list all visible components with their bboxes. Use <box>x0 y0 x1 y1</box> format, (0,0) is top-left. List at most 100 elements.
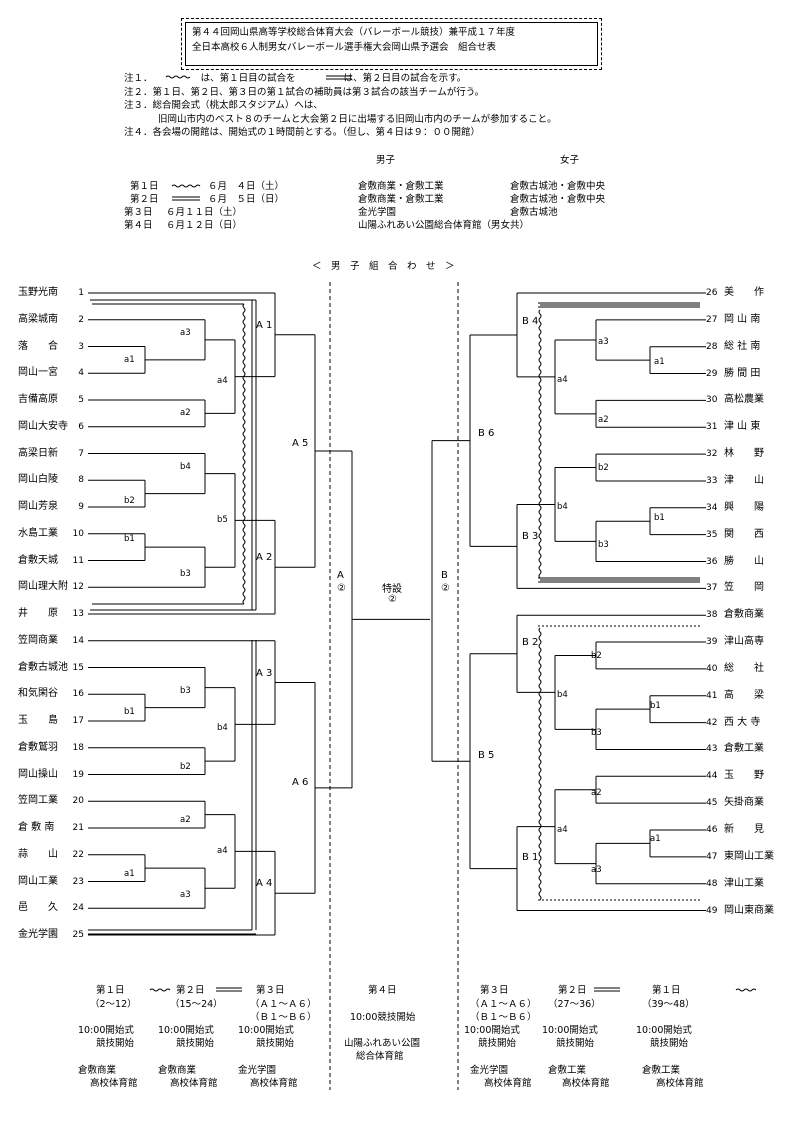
right-team-number: 32 <box>706 449 718 460</box>
right-team-name: 玉 野 <box>724 770 764 782</box>
match-label-a4: a4 <box>217 846 228 857</box>
match-label-a3: a3 <box>598 336 609 347</box>
footer-left-day: 第２日 <box>176 985 205 996</box>
left-team-number: 13 <box>72 609 84 619</box>
schedule-girls-3: 倉敷古城池 <box>510 207 558 218</box>
right-team-name: 津 山 <box>724 474 764 486</box>
left-team-number: 16 <box>72 689 84 700</box>
right-team-number: 46 <box>706 825 718 835</box>
title-box: 第４４回岡山県高等学校総合体育大会（バレーボール競技）兼平成１７年度 全日本高校… <box>181 18 602 70</box>
footer-left-range2: （Ｂ１～Ｂ６） <box>250 1012 317 1023</box>
right-team-number: 40 <box>706 663 718 674</box>
left-team-name: 和気閑谷 <box>18 688 58 700</box>
left-team-name: 倉 敷 南 <box>18 822 55 833</box>
day2-right-lower-h <box>538 625 700 901</box>
left-team-number: 6 <box>78 421 84 432</box>
right-team-name: 津 山 東 <box>724 421 761 433</box>
note-1-prefix: 注１． <box>124 73 153 84</box>
footer-left-day: 第１日 <box>96 985 125 996</box>
match-label-a4: a4 <box>217 375 228 386</box>
footer-left-venue2: 高校体育館 <box>90 1078 138 1089</box>
left-team-name: 吉備高原 <box>18 394 58 405</box>
left-team-number: 5 <box>78 395 84 405</box>
footer-left-start: 10:00開始式 <box>78 1025 134 1036</box>
match-label-b3: B 3 <box>522 531 539 543</box>
schedule-day-2: 第２日 <box>130 194 159 205</box>
left-team-name: 岡山操山 <box>18 768 58 780</box>
left-team-name: 倉敷鷲羽 <box>18 741 58 753</box>
right-team-number: 37 <box>706 583 718 594</box>
left-team-name: 笠岡工業 <box>18 795 58 807</box>
right-team-name: 総 社 <box>724 662 764 674</box>
right-team-name: 新 見 <box>724 824 764 835</box>
left-team-number: 22 <box>72 849 84 860</box>
note-3-detail: 旧岡山市内のベスト８のチームと大会第２日に出場する旧岡山市内のチームが参加するこ… <box>158 114 557 125</box>
note-4: 注４．各会場の開館は、開始式の１時間前とする。（但し、第４日は９：００開館） <box>124 127 480 138</box>
schedule-date-2: ６月 ５日（日） <box>208 194 285 205</box>
right-team-number: 45 <box>706 798 718 809</box>
footer-center-start: 10:00競技開始 <box>350 1012 416 1023</box>
right-team-name: 笠 岡 <box>724 582 764 594</box>
footer-left-venue: 倉敷商業 <box>78 1065 117 1076</box>
footer-wavy-mark <box>149 988 171 992</box>
note-2: 注２．第１日、第２日、第３日の第１試合の補助員は第３試合の該当チームが行う。 <box>124 87 485 98</box>
left-team-number: 19 <box>72 769 84 780</box>
left-team-name: 岡山白陵 <box>18 474 58 486</box>
footer-right-venue: 金光学園 <box>470 1065 509 1076</box>
schedule-head-boys: 男子 <box>376 155 396 166</box>
footer-right-venue2: 高校体育館 <box>656 1078 704 1089</box>
match-label-b2: b2 <box>124 495 135 506</box>
right-team-number: 35 <box>706 529 718 540</box>
match-label-a2: A 2 <box>256 552 273 564</box>
footer-right-range: （27～36） <box>548 999 601 1010</box>
match-label-b3: b3 <box>180 685 191 696</box>
match-label-b1: b1 <box>124 706 135 717</box>
match-label-circ2: ② <box>388 594 397 605</box>
day1-wavy-boundary-left <box>242 303 246 605</box>
footer-left-start: 10:00開始式 <box>158 1025 214 1036</box>
footer-right-start2: 競技開始 <box>478 1038 517 1049</box>
match-label-b1: b1 <box>654 513 665 524</box>
right-team-name: 勝 山 <box>724 555 764 567</box>
schedule-date-1: ６月 ４日（土） <box>208 181 285 192</box>
footer-right-venue2: 高校体育館 <box>484 1078 532 1089</box>
footer-right-range: （Ａ１～Ａ６） <box>470 999 537 1010</box>
footer-left-start2: 競技開始 <box>256 1038 295 1049</box>
schedule-boys-4: 山陽ふれあい公園総合体育館（男女共） <box>358 220 530 231</box>
schedule-date-3: ６月１１日（土） <box>166 207 243 218</box>
footer-right-venue: 倉敷工業 <box>642 1065 681 1076</box>
match-label-b4: b4 <box>180 461 191 472</box>
schedule-boys-1: 倉敷商業・倉敷工業 <box>358 181 444 192</box>
left-team-name: 蒜 山 <box>18 848 58 860</box>
right-team-number: 26 <box>706 288 718 298</box>
match-label-a2: a2 <box>180 814 191 825</box>
match-label-a2: a2 <box>598 414 609 425</box>
note-1-mid: は、第１日目の試合を <box>200 73 296 84</box>
day1-wavy-boundary-right-lower <box>538 627 542 901</box>
footer-center-venue2: 総合体育館 <box>356 1051 404 1062</box>
footer-left-range: （15～24） <box>170 999 223 1010</box>
footer-left-venue: 倉敷商業 <box>158 1065 197 1076</box>
right-team-name: 矢掛商業 <box>724 797 764 809</box>
right-team-name: 関 西 <box>724 528 764 540</box>
right-team-name: 東岡山工業 <box>724 850 774 862</box>
left-team-number: 11 <box>72 555 84 566</box>
left-team-name: 岡山一宮 <box>18 367 58 379</box>
match-label-a2: a2 <box>180 408 191 418</box>
right-team-number: 28 <box>706 341 718 352</box>
left-team-name: 金光学園 <box>18 929 58 940</box>
right-team-name: 倉敷工業 <box>724 743 764 755</box>
note-3: 注３．総合開会式（桃太郎スタジアム）へは、 <box>124 100 323 111</box>
left-team-name: 岡山大安寺 <box>18 420 68 432</box>
right-team-number: 48 <box>706 878 718 889</box>
left-team-number: 18 <box>72 742 84 753</box>
day1-wavy-boundary-right <box>538 309 542 579</box>
match-label-b2: b2 <box>180 762 191 773</box>
footer-left-start: 10:00開始式 <box>238 1025 294 1036</box>
match-label-a4: A 4 <box>256 878 273 890</box>
right-team-number: 43 <box>706 744 718 755</box>
left-team-name: 邑 久 <box>18 902 58 914</box>
right-team-number: 47 <box>706 851 718 862</box>
match-label-a6: A 6 <box>292 776 309 788</box>
left-team-number: 2 <box>78 314 84 325</box>
